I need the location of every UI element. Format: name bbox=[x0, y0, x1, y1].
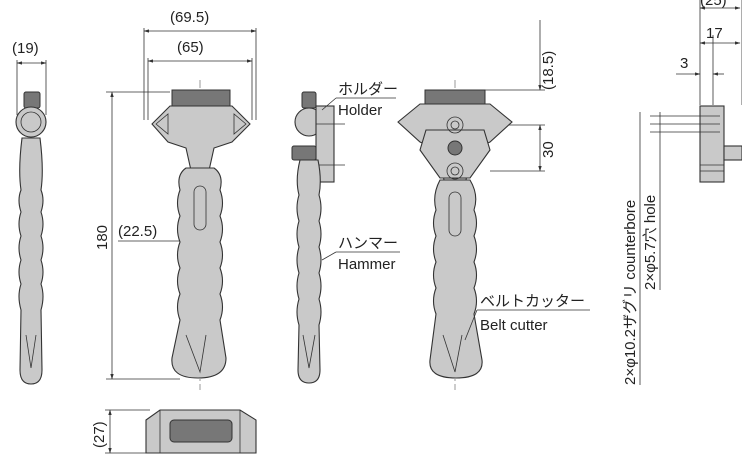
dim-bottom-depth: (27) bbox=[91, 421, 108, 448]
side-view bbox=[15, 60, 47, 385]
dim-grip-width: (22.5) bbox=[118, 223, 157, 240]
holder-front-view bbox=[397, 20, 545, 390]
dim-length: 180 bbox=[94, 225, 111, 250]
belt-cutter-label-en: Belt cutter bbox=[480, 317, 548, 334]
hammer-label-jp: ハンマー bbox=[338, 235, 398, 252]
holder-label-jp: ホルダー bbox=[338, 81, 398, 98]
dim-overall-width: (69.5) bbox=[170, 9, 209, 26]
holder-mount-view bbox=[639, 0, 742, 385]
dim-holder-depth-inner: 17 bbox=[706, 25, 723, 42]
front-view bbox=[106, 28, 257, 390]
dim-side-width: (19) bbox=[12, 40, 39, 57]
belt-cutter-label-jp: ベルトカッター bbox=[480, 293, 585, 310]
holder-side-view bbox=[291, 91, 345, 384]
dim-holder-offset: (18.5) bbox=[540, 51, 557, 90]
bottom-view bbox=[105, 409, 257, 454]
dim-holder-depth: (25) bbox=[700, 0, 727, 9]
callouts bbox=[321, 97, 590, 341]
hole-note: 2×φ5.7穴 hole bbox=[642, 195, 659, 290]
dim-mount-pitch: 30 bbox=[540, 141, 557, 158]
counterbore-note: 2×φ10.2ザグリ counterbore bbox=[622, 200, 639, 385]
hammer-label-en: Hammer bbox=[338, 256, 396, 273]
dim-head-width: (65) bbox=[177, 39, 204, 56]
dim-flange: 3 bbox=[680, 55, 688, 72]
holder-label-en: Holder bbox=[338, 102, 382, 119]
